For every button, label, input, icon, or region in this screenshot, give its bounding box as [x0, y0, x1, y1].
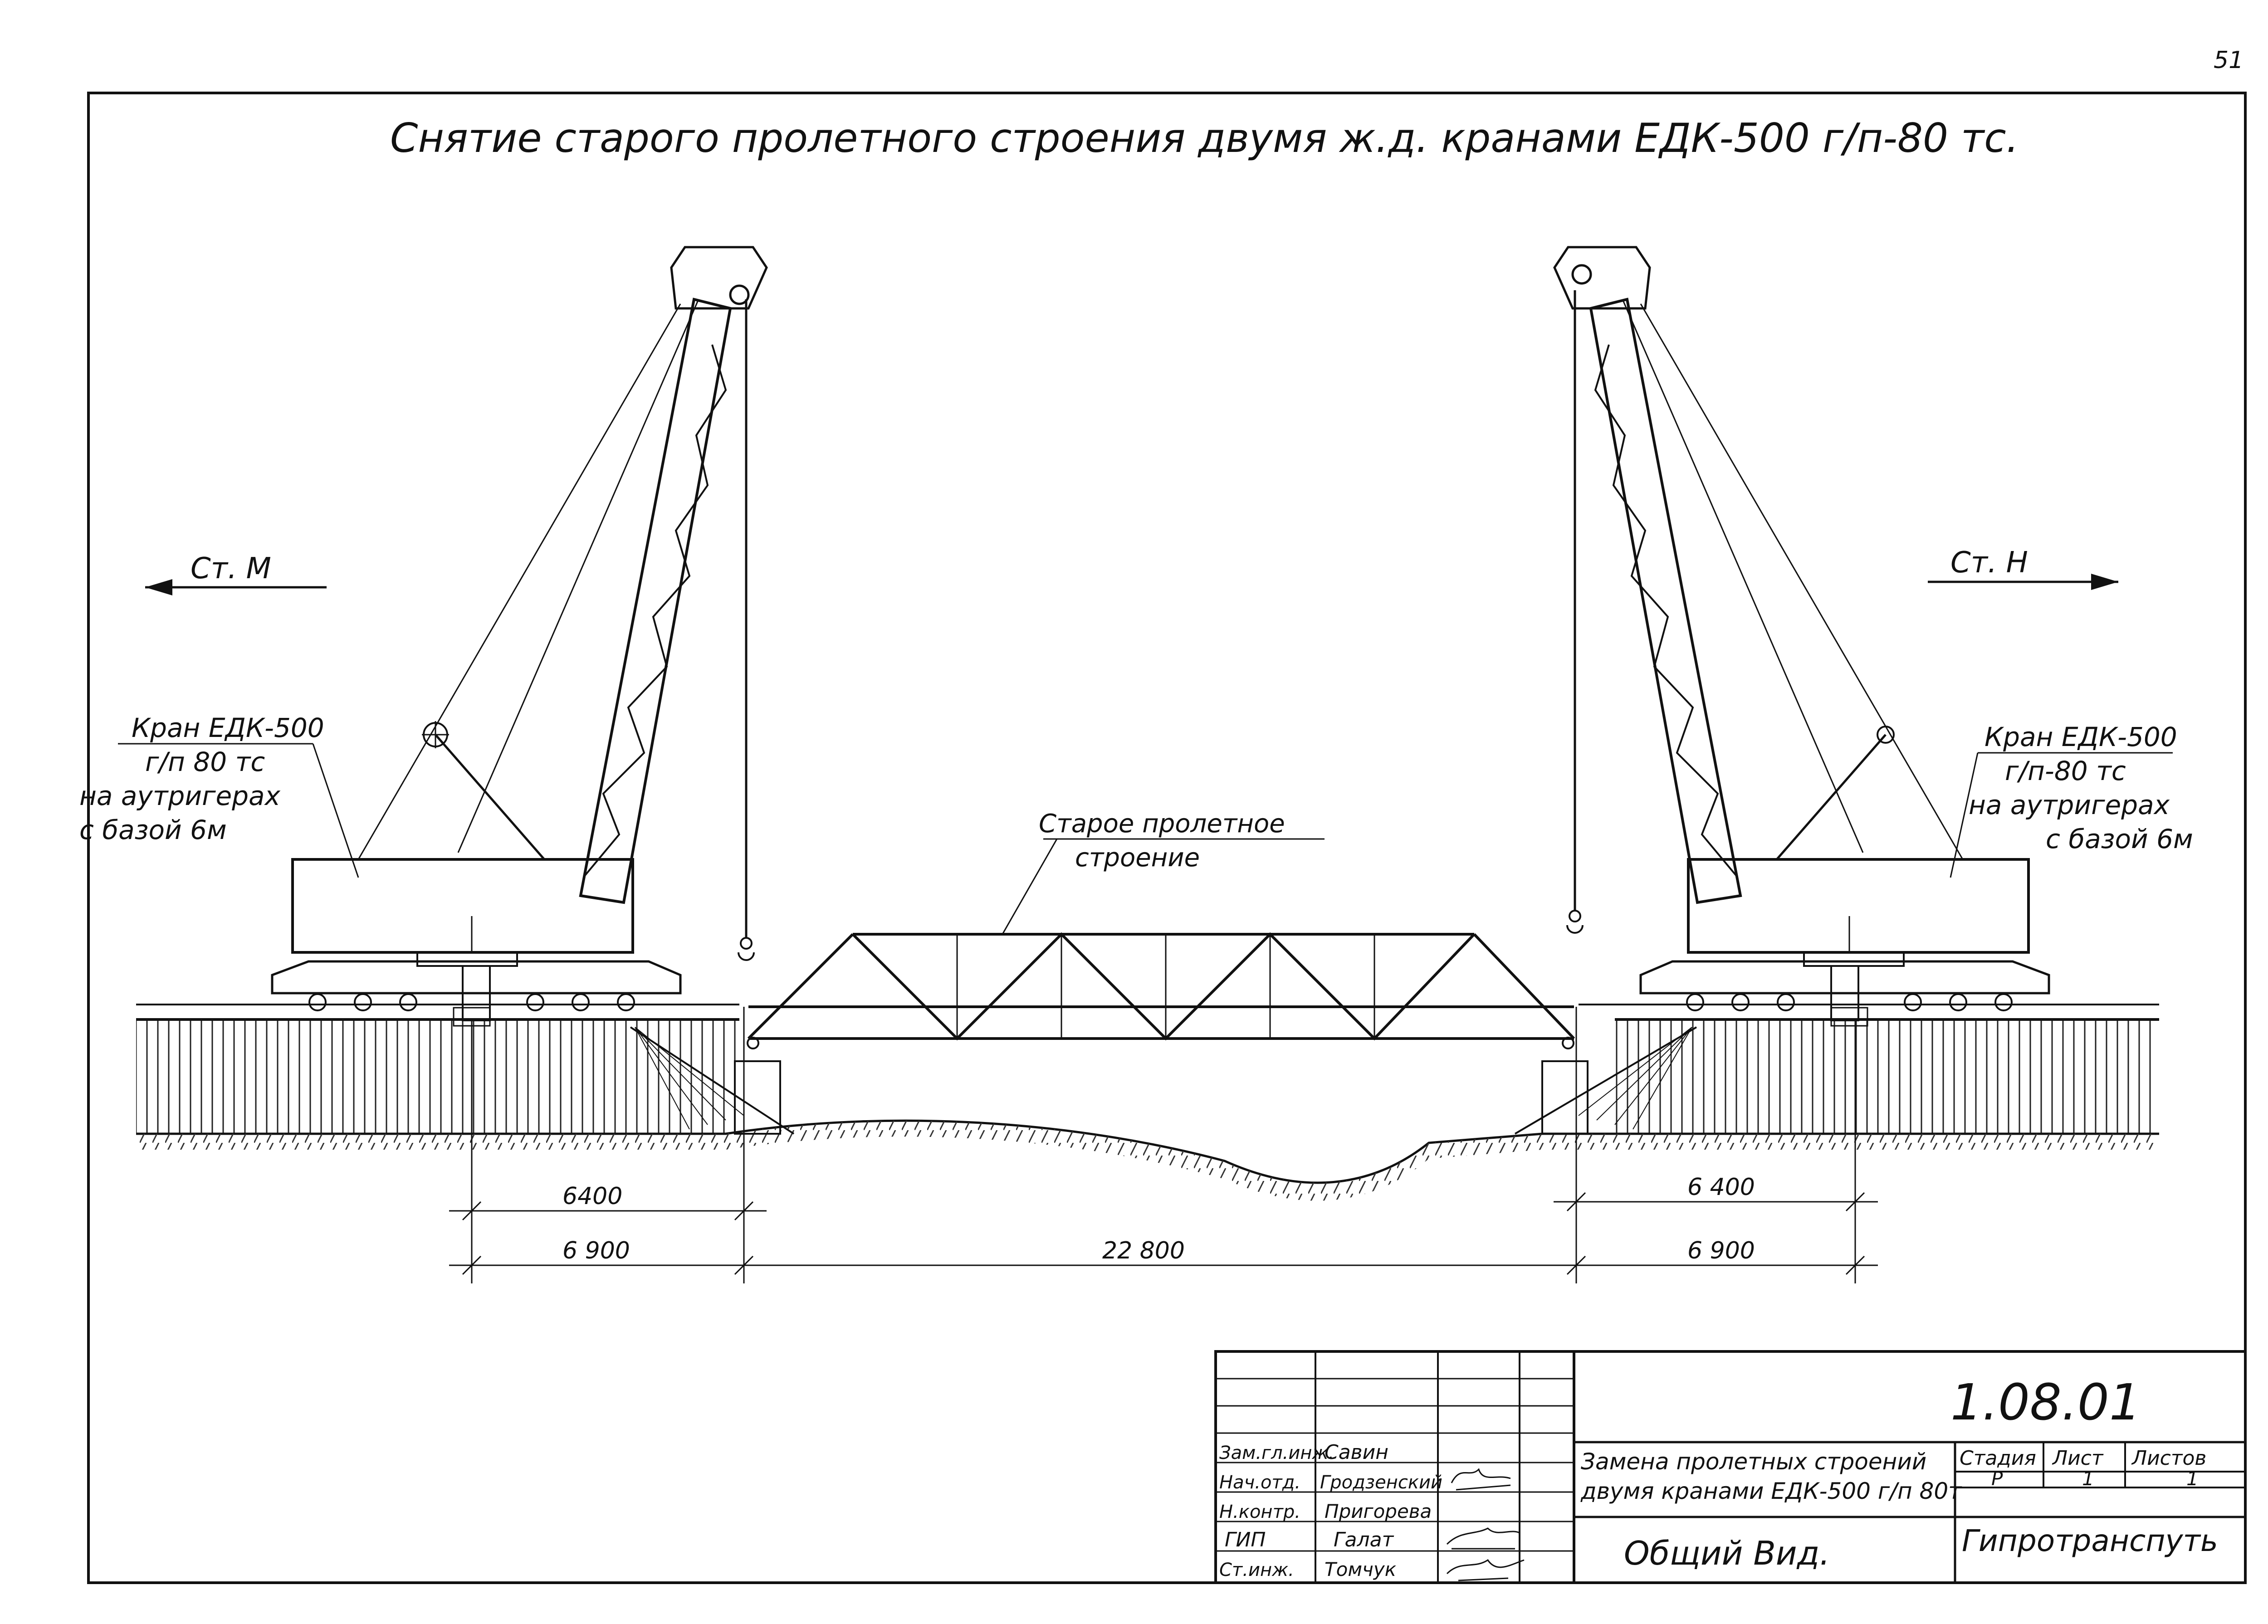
crane-right-leader [1950, 752, 2173, 878]
staff-role-4: ГИП [1225, 1528, 1266, 1551]
span-label-line2: строение [1075, 843, 1200, 873]
crane-right-label-2: г/п-80 тс [2005, 756, 2126, 786]
abutment-right [1514, 1026, 1697, 1135]
staff-role-2: Нач.отд. [1219, 1472, 1300, 1493]
crane-left-leader [118, 743, 359, 878]
staff-name-5: Томчук [1325, 1558, 1397, 1580]
description-line1: Замена пролетных строений [1581, 1448, 1926, 1475]
crane-left-label-1: Кран ЕДК-500 [132, 712, 324, 743]
sheet-value: 1 [2082, 1468, 2094, 1490]
page-number: 51 [2214, 47, 2244, 74]
dim-right-inner: 6 400 [1687, 1174, 1755, 1201]
dim-left-outer: 6 900 [562, 1237, 630, 1264]
crane-left-label-2: г/п 80 тс [145, 746, 265, 777]
description-line2: двумя кранами ЕДК-500 г/п 80т [1580, 1478, 1962, 1504]
direction-right-label: Ст. Н [1950, 546, 2028, 580]
direction-right: Ст. Н [1928, 546, 2118, 590]
abutment-left [630, 1026, 795, 1135]
dim-right-outer: 6 900 [1687, 1237, 1755, 1264]
old-span-truss [747, 932, 1575, 1041]
sheets-value: 1 [2186, 1468, 2199, 1490]
dim-left-inner: 6400 [562, 1183, 622, 1210]
span-label-line1: Старое пролетное [1039, 809, 1285, 839]
stage-value: Р [1991, 1468, 2003, 1490]
direction-left-label: Ст. М [191, 552, 271, 585]
embankments [136, 1004, 2159, 1134]
sheet-header: Лист [2052, 1447, 2104, 1470]
staff-name-4: Галат [1334, 1528, 1394, 1551]
sheets-header: Листов [2131, 1447, 2206, 1470]
staff-role-5: Ст.инж. [1219, 1560, 1294, 1580]
drawing-title: Снятие старого пролетного строения двумя… [390, 115, 2019, 161]
staff-name-1: Савин [1325, 1441, 1388, 1464]
ground-line [136, 1119, 2159, 1201]
drawing-name: Общий Вид. [1624, 1534, 1830, 1572]
signatures [1446, 1468, 1525, 1581]
direction-left: Ст. М [145, 552, 327, 595]
crane-right-label-3: на аутригерах [1969, 790, 2170, 820]
drawing-code: 1.08.01 [1950, 1373, 2141, 1431]
title-block: 1.08.01 Замена пролетных строений двумя … [1214, 1350, 2247, 1584]
staff-name-3: Пригорева [1325, 1500, 1432, 1522]
crane-right [1553, 246, 2050, 1049]
span-leader [1002, 839, 1058, 935]
sheet-frame [87, 92, 2247, 1584]
crane-right-label-4: с базой 6м [2046, 824, 2193, 854]
staff-role-1: Зам.гл.инж. [1219, 1443, 1334, 1463]
stage-header: Стадия [1960, 1447, 2036, 1470]
crane-right-label-1: Кран ЕДК-500 [1984, 722, 2177, 752]
staff-role-3: Н.контр. [1219, 1502, 1300, 1522]
crane-left-label-3: на аутригерах [79, 780, 281, 811]
staff-name-2: Гродзенский [1320, 1472, 1442, 1493]
crane-left-label-4: с базой 6м [79, 814, 227, 845]
dimension-lines [449, 1007, 1878, 1283]
dim-center: 22 800 [1102, 1237, 1185, 1264]
crane-left [271, 246, 768, 1049]
organization: Гипротранспуть [1962, 1523, 2218, 1558]
